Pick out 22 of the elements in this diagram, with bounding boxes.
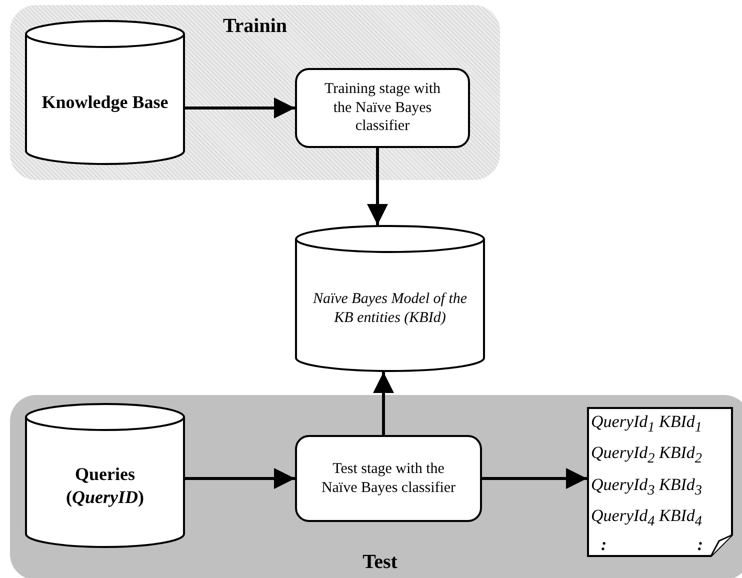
process-label: Test stage with the Naïve Bayes classifier — [321, 460, 456, 498]
stage-panel — [10, 395, 742, 578]
ellipsis-mark: : — [697, 534, 703, 555]
stage-panel — [10, 5, 500, 180]
database-label: Queries (QueryID) — [65, 463, 145, 508]
database-label: Knowledge Base — [42, 91, 168, 114]
database-label: Naïve Bayes Model of the KB entities (KBId) — [312, 290, 468, 328]
arrow — [373, 372, 394, 435]
process-label: Training stage with the Naïve Bayes classifier — [323, 80, 442, 136]
panel-title: Trainin — [222, 15, 288, 37]
process-box — [295, 68, 470, 148]
arrow — [185, 468, 295, 489]
process-box — [295, 435, 482, 522]
arrow — [185, 98, 295, 118]
result-line: QueryId$_{2}$ KBId$_{2}$ — [591, 443, 702, 462]
result-line: QueryId$_{3}$ KBId$_{3}$ — [591, 474, 702, 494]
arrow — [367, 148, 388, 225]
ellipsis-mark: : — [601, 534, 607, 555]
arrow — [482, 468, 587, 489]
result-line: QueryId$_{4}$ KBId$_{4}$ — [591, 506, 702, 526]
result-line: QueryId$_{1}$ KBId$_{1}$ — [591, 412, 702, 431]
panel-title: Test — [362, 551, 398, 573]
